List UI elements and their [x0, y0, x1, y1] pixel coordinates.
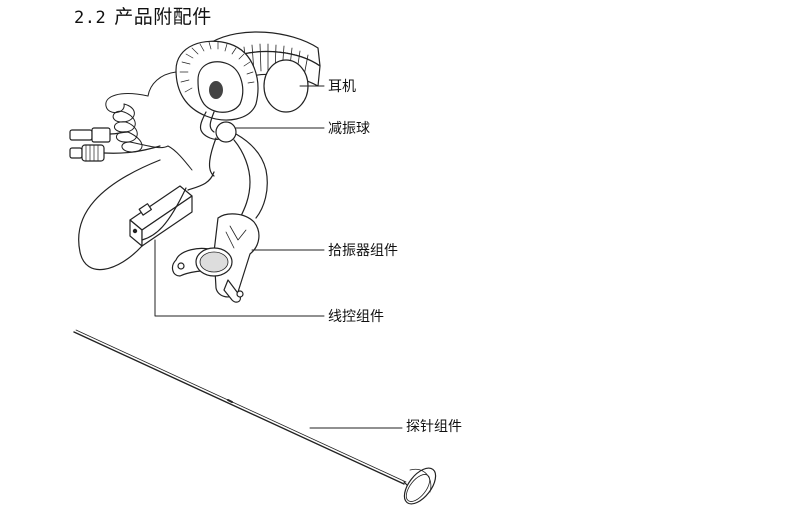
- pickup-drawing: [171, 213, 260, 303]
- leader-lines: [154, 85, 403, 429]
- section-heading: 2.2 产品附配件: [74, 2, 212, 29]
- probe-drawing: [73, 329, 437, 505]
- damping-ball-drawing: [208, 121, 268, 219]
- label-probe: 探针组件: [406, 419, 462, 435]
- plug-connectors: [69, 127, 161, 162]
- headphones-drawing: [175, 31, 321, 140]
- wire-control-box: [78, 159, 215, 271]
- label-damping-ball: 减振球: [328, 121, 370, 137]
- label-pickup: 拾振器组件: [328, 243, 398, 259]
- section-number: 2.2: [74, 8, 107, 28]
- label-earphone: 耳机: [328, 79, 356, 95]
- label-wire-control: 线控组件: [328, 309, 384, 325]
- leader-wire-control: [154, 239, 325, 317]
- section-title: 产品附配件: [114, 6, 212, 28]
